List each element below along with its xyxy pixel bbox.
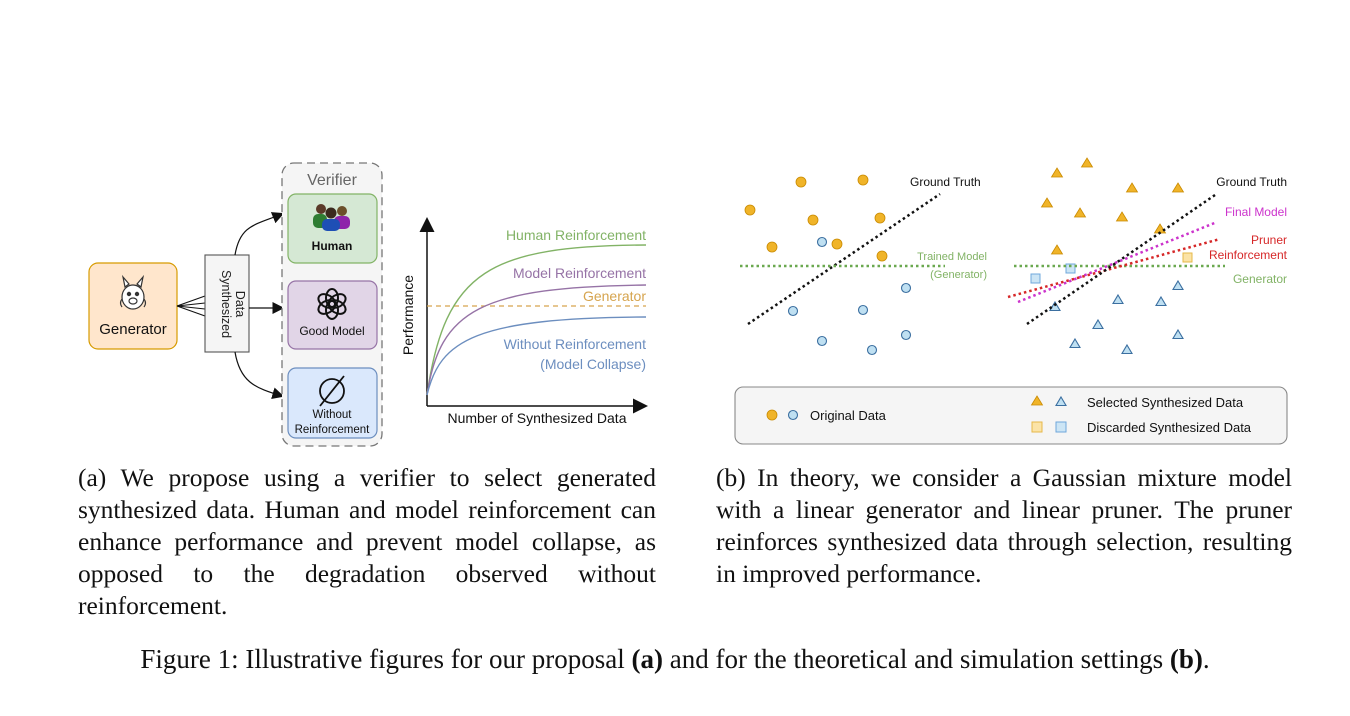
legend-blue-triangle bbox=[1055, 395, 1067, 407]
selected-orange-triangles bbox=[1040, 157, 1185, 255]
pruner-plot: Ground Truth Final Model Pruner Reinforc… bbox=[1007, 157, 1288, 355]
panel-b: Ground Truth Trained Model (Generator) bbox=[734, 157, 1288, 445]
synthesized-data-box: Synthesized Data bbox=[204, 254, 250, 353]
human-curve-label: Human Reinforcement bbox=[506, 227, 646, 243]
legend-original-label: Original Data bbox=[810, 408, 887, 423]
good-model-label: Good Model bbox=[299, 324, 364, 338]
synth-label-line2: Data bbox=[233, 291, 247, 317]
performance-chart: Performance Number of Synthesized Data H… bbox=[400, 217, 648, 426]
figure-caption-middle: and for the theoretical and simulation s… bbox=[663, 644, 1170, 674]
trained-model-plot: Ground Truth Trained Model (Generator) bbox=[740, 174, 987, 356]
generator-label: Generator bbox=[99, 321, 167, 338]
without-curve-label-2: (Model Collapse) bbox=[540, 356, 646, 372]
figure-caption: Figure 1: Illustrative figures for our p… bbox=[0, 644, 1350, 675]
human-box: Human bbox=[287, 193, 378, 264]
people-icon bbox=[313, 204, 350, 231]
original-orange-points bbox=[744, 174, 888, 262]
discarded-blue-square bbox=[1065, 263, 1076, 274]
legend: Original Data Selected Synthesized Data … bbox=[734, 386, 1288, 445]
generator-label-right: Generator bbox=[1233, 272, 1287, 286]
pruner-line bbox=[1007, 237, 1221, 299]
legend-selected-label: Selected Synthesized Data bbox=[1087, 395, 1244, 410]
discarded-orange-square bbox=[1182, 252, 1193, 263]
figure-caption-bold-a: (a) bbox=[631, 644, 663, 674]
fan-connector bbox=[176, 295, 206, 317]
ground-truth-label-left: Ground Truth bbox=[910, 175, 981, 189]
verifier-title: Verifier bbox=[307, 172, 357, 189]
without-reinforcement-box: Without Reinforcement bbox=[287, 367, 378, 439]
legend-orange-circle bbox=[766, 409, 778, 421]
figure-caption-end: . bbox=[1202, 644, 1210, 674]
openai-logo-icon bbox=[317, 288, 347, 320]
generator-box: Generator bbox=[88, 262, 178, 350]
figure-caption-bold-b: (b) bbox=[1169, 644, 1203, 674]
legend-blue-square bbox=[1055, 421, 1067, 433]
human-curve bbox=[426, 244, 647, 396]
synth-label-line1: Synthesized bbox=[219, 270, 233, 338]
without-label-line1: Without bbox=[313, 409, 353, 421]
figure-graphic: Generator Synthesized Data Verifier bbox=[88, 157, 1288, 447]
model-curve bbox=[426, 284, 647, 396]
empty-set-icon bbox=[319, 375, 345, 407]
ground-truth-label-right: Ground Truth bbox=[1216, 175, 1287, 189]
legend-discarded-label: Discarded Synthesized Data bbox=[1087, 420, 1252, 435]
human-label: Human bbox=[312, 239, 353, 253]
discarded-blue-square bbox=[1030, 273, 1041, 284]
legend-blue-circle bbox=[787, 409, 799, 421]
pruner-label-1: Pruner bbox=[1251, 233, 1287, 247]
y-axis-label: Performance bbox=[400, 275, 416, 355]
trained-model-label-2: (Generator) bbox=[930, 269, 987, 281]
legend-orange-square bbox=[1031, 421, 1043, 433]
selected-blue-triangles bbox=[1049, 279, 1184, 355]
legend-orange-triangle bbox=[1030, 395, 1044, 406]
without-label-line2: Reinforcement bbox=[295, 424, 371, 436]
x-axis-label: Number of Synthesized Data bbox=[448, 410, 627, 426]
without-curve-label-1: Without Reinforcement bbox=[504, 336, 647, 352]
original-blue-points bbox=[787, 236, 912, 356]
verifier-arrows bbox=[234, 212, 285, 400]
without-curve bbox=[426, 316, 647, 396]
figure-caption-prefix: Figure 1: Illustrative figures for our p… bbox=[140, 644, 632, 674]
panel-a: Generator Synthesized Data Verifier bbox=[88, 162, 648, 447]
ground-truth-line bbox=[747, 192, 941, 326]
model-curve-label: Model Reinforcement bbox=[513, 265, 646, 281]
pruner-label-2: Reinforcement bbox=[1209, 248, 1288, 262]
caption-b: (b) In theory, we consider a Gaussian mi… bbox=[716, 463, 1292, 588]
good-model-box: Good Model bbox=[287, 280, 378, 350]
generator-line-label: Generator bbox=[583, 288, 646, 304]
trained-model-label-1: Trained Model bbox=[917, 251, 987, 263]
llama-icon bbox=[119, 274, 147, 310]
caption-a: (a) We propose using a verifier to selec… bbox=[78, 463, 656, 620]
final-model-label: Final Model bbox=[1225, 205, 1287, 219]
